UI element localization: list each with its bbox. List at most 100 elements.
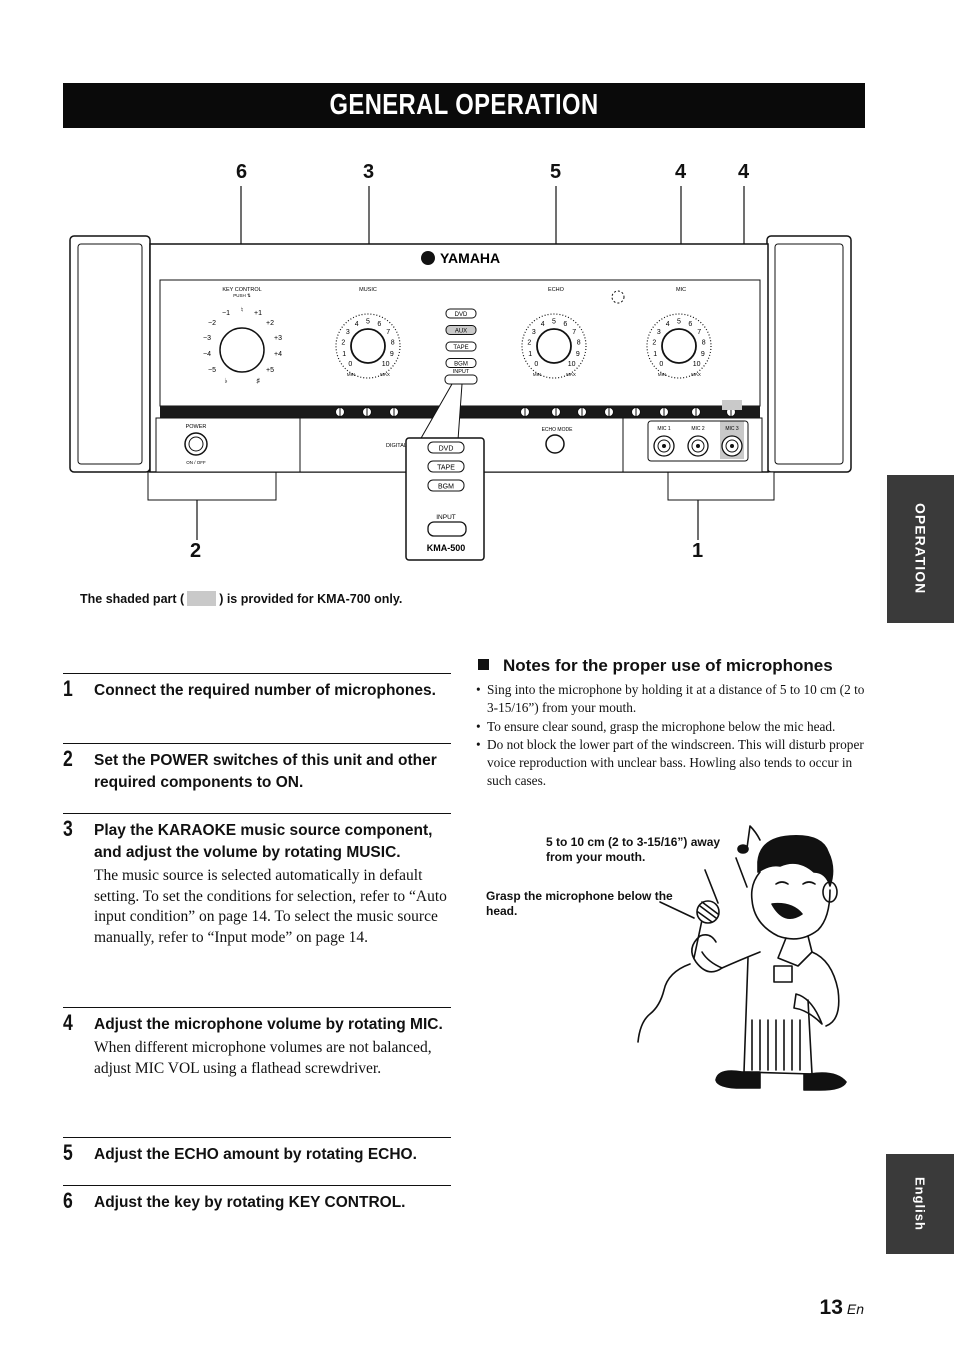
- svg-text:ECHO: ECHO: [548, 287, 565, 293]
- step-4: 4 Adjust the microphone volume by rotati…: [63, 1007, 451, 1138]
- svg-text:6: 6: [563, 321, 567, 328]
- svg-text:6: 6: [377, 321, 381, 328]
- svg-text:MIC 3: MIC 3: [725, 426, 739, 432]
- svg-text:5: 5: [677, 319, 681, 326]
- svg-text:5: 5: [552, 319, 556, 326]
- svg-text:1: 1: [653, 351, 657, 358]
- brand-logo: YAMAHA: [440, 250, 500, 266]
- callout-4a: 4: [675, 161, 687, 183]
- svg-text:DVD: DVD: [439, 446, 454, 453]
- svg-text:8: 8: [391, 340, 395, 347]
- svg-text:DVD: DVD: [455, 312, 468, 318]
- svg-text:MAX: MAX: [566, 372, 576, 377]
- svg-text:3: 3: [657, 329, 661, 336]
- page-title: GENERAL OPERATION: [63, 83, 865, 128]
- distance-label: 5 to 10 cm (2 to 3-15/16”) away from you…: [546, 835, 721, 864]
- svg-text:+1: +1: [254, 310, 262, 317]
- svg-text:MIC 2: MIC 2: [691, 426, 705, 432]
- svg-text:MAX: MAX: [380, 372, 390, 377]
- svg-text:♯: ♯: [256, 378, 260, 385]
- svg-text:8: 8: [577, 340, 581, 347]
- list-item: To ensure clear sound, grasp the microph…: [476, 718, 866, 737]
- svg-text:0: 0: [348, 361, 352, 368]
- svg-text:BGM: BGM: [438, 484, 454, 491]
- svg-text:+2: +2: [266, 320, 274, 327]
- svg-text:MIN: MIN: [658, 372, 666, 377]
- svg-text:6: 6: [688, 321, 692, 328]
- notes-heading: Notes for the proper use of microphones: [478, 656, 833, 676]
- svg-text:ON / OFF: ON / OFF: [186, 460, 206, 465]
- svg-text:10: 10: [693, 361, 701, 368]
- callout-1: 1: [692, 540, 704, 562]
- step-3: 3 Play the KARAOKE music source componen…: [63, 813, 451, 1008]
- list-item: Do not block the lower part of the winds…: [476, 736, 866, 791]
- amplifier-front-panel: YAMAHA KEY CONTROL PUSH ⇅ MUSIC ECHO MIC…: [69, 186, 852, 561]
- shaded-swatch: [187, 591, 217, 606]
- svg-text:3: 3: [532, 329, 536, 336]
- svg-text:4: 4: [666, 321, 670, 328]
- svg-text:−1: −1: [222, 310, 230, 317]
- svg-text:7: 7: [386, 329, 390, 336]
- svg-text:PUSH ⇅: PUSH ⇅: [233, 293, 251, 298]
- key-scale: −1 ♮ +1 −2 +2 −3 +3 −4 +4 −5 +5 ♭ ♯: [203, 306, 282, 385]
- svg-text:MUSIC: MUSIC: [359, 287, 377, 293]
- svg-text:+5: +5: [266, 367, 274, 374]
- svg-text:MIN: MIN: [533, 372, 541, 377]
- side-tab-english: English: [886, 1154, 954, 1254]
- svg-text:9: 9: [576, 351, 580, 358]
- svg-text:−4: −4: [203, 351, 211, 358]
- svg-text:ECHO MODE: ECHO MODE: [542, 427, 574, 433]
- svg-text:♮: ♮: [241, 306, 244, 314]
- singer-illustration: [637, 825, 847, 1091]
- svg-text:MIC: MIC: [676, 287, 686, 293]
- svg-text:4: 4: [541, 321, 545, 328]
- svg-text:INPUT: INPUT: [453, 369, 470, 375]
- svg-text:INPUT: INPUT: [436, 514, 456, 521]
- svg-text:TAPE: TAPE: [437, 465, 455, 472]
- svg-text:9: 9: [701, 351, 705, 358]
- svg-text:+3: +3: [274, 335, 282, 342]
- svg-text:2: 2: [652, 340, 656, 347]
- callout-4b: 4: [738, 161, 750, 183]
- svg-text:1: 1: [342, 351, 346, 358]
- svg-text:7: 7: [697, 329, 701, 336]
- svg-text:8: 8: [702, 340, 706, 347]
- input-buttons: DVD AUX TAPE BGM: [445, 308, 477, 368]
- svg-text:♭: ♭: [224, 377, 227, 385]
- svg-text:MIC 1: MIC 1: [657, 426, 671, 432]
- inset-model: KMA-500: [427, 543, 466, 553]
- callout-5: 5: [550, 161, 562, 183]
- svg-text:−3: −3: [203, 335, 211, 342]
- svg-text:7: 7: [572, 329, 576, 336]
- callout-2: 2: [190, 540, 202, 562]
- step-1: 1 Connect the required number of microph…: [63, 673, 451, 744]
- svg-text:10: 10: [568, 361, 576, 368]
- svg-text:MAX: MAX: [691, 372, 701, 377]
- shaded-note: The shaded part () is provided for KMA-7…: [80, 591, 403, 606]
- svg-text:TAPE: TAPE: [453, 345, 468, 351]
- step-2: 2 Set the POWER switches of this unit an…: [63, 743, 451, 814]
- svg-text:MIN: MIN: [347, 372, 355, 377]
- side-tab-operation: OPERATION: [887, 475, 954, 623]
- svg-text:0: 0: [659, 361, 663, 368]
- step-6: 6 Adjust the key by rotating KEY CONTROL…: [63, 1185, 451, 1226]
- svg-text:3: 3: [346, 329, 350, 336]
- notes-list: Sing into the microphone by holding it a…: [476, 681, 866, 791]
- svg-text:0: 0: [534, 361, 538, 368]
- svg-text:KEY CONTROL: KEY CONTROL: [222, 287, 261, 293]
- svg-text:9: 9: [390, 351, 394, 358]
- svg-text:AUX: AUX: [455, 329, 467, 335]
- svg-text:−2: −2: [208, 320, 216, 327]
- svg-text:2: 2: [341, 340, 345, 347]
- svg-text:BGM: BGM: [454, 362, 468, 368]
- svg-text:10: 10: [382, 361, 390, 368]
- step-5: 5 Adjust the ECHO amount by rotating ECH…: [63, 1137, 451, 1186]
- svg-text:+4: +4: [274, 351, 282, 358]
- svg-text:−5: −5: [208, 367, 216, 374]
- svg-text:1: 1: [528, 351, 532, 358]
- svg-text:5: 5: [366, 319, 370, 326]
